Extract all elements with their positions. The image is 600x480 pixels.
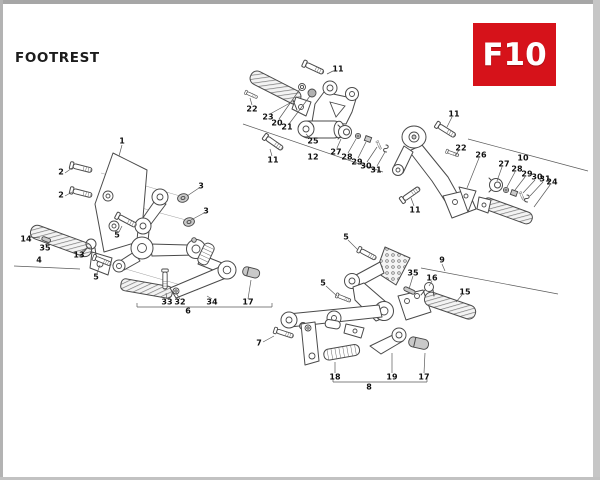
section-code-badge: F10 (473, 23, 556, 86)
page-border-top (0, 0, 600, 4)
left-footrest-assembly (13, 144, 273, 308)
section-code: F10 (482, 36, 547, 73)
top-middle-footrest-assembly (242, 59, 389, 173)
bottom-right-footrest-assembly (262, 239, 559, 383)
page-border-bottom (0, 477, 600, 480)
top-right-footrest-assembly (392, 116, 589, 225)
page-title: FOOTREST (15, 50, 100, 66)
page-border-left (0, 0, 3, 480)
page-border-right (593, 0, 600, 480)
